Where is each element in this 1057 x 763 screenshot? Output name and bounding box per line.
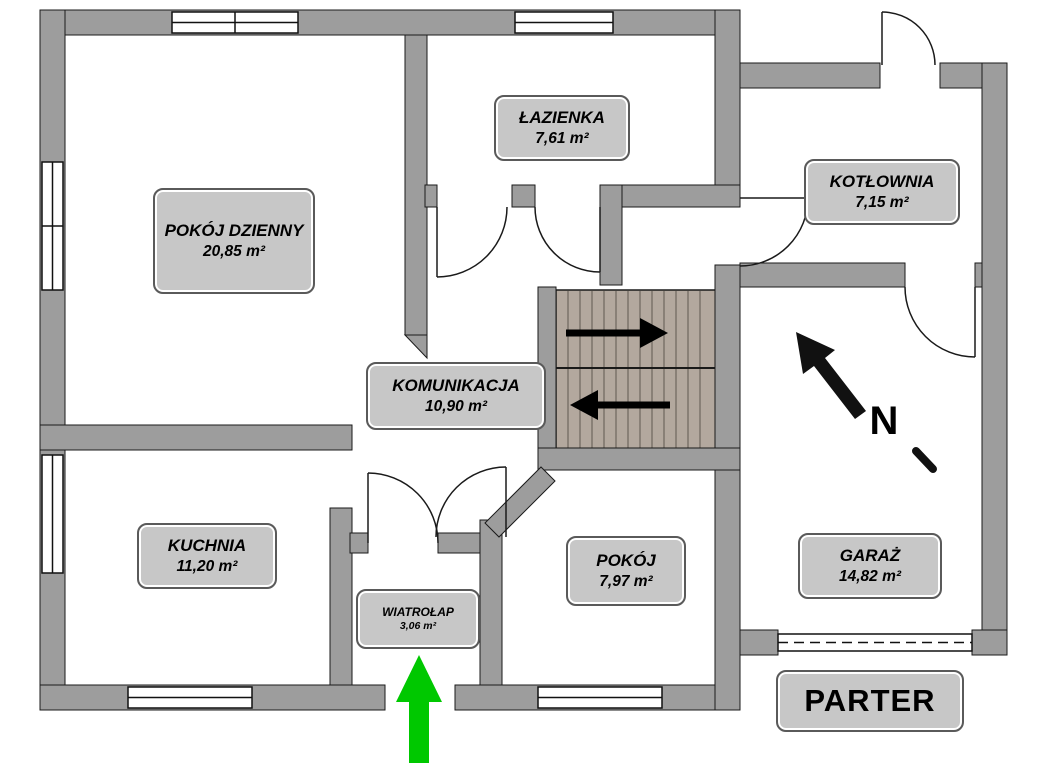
- room-label-garaz: GARAŻ 14,82 m²: [798, 533, 942, 599]
- door-arc: [739, 197, 809, 267]
- window: [41, 454, 64, 574]
- north-label: N: [869, 398, 899, 443]
- room-name: KUCHNIA: [167, 536, 247, 556]
- wall: [479, 519, 503, 686]
- room-name: KOMUNIKACJA: [392, 376, 520, 396]
- window: [171, 11, 299, 34]
- room-area: 10,90 m²: [424, 397, 488, 415]
- room-area: 14,82 m²: [838, 567, 902, 585]
- room-area: 7,15 m²: [855, 193, 909, 211]
- wall: [739, 262, 906, 288]
- room-area: 7,97 m²: [599, 572, 653, 590]
- wall: [739, 62, 881, 89]
- room-name: WIATROŁAP: [382, 604, 454, 619]
- room-name: POKÓJ: [596, 551, 656, 571]
- room-area: 20,85 m²: [202, 242, 266, 260]
- wall: [599, 184, 623, 286]
- window: [127, 686, 253, 709]
- wall: [974, 262, 983, 288]
- door-arc: [436, 206, 508, 278]
- window: [41, 161, 64, 291]
- room-area: 3,06 m²: [399, 619, 437, 632]
- stairs: [555, 289, 717, 451]
- door-arc: [534, 206, 601, 273]
- stairs-down-arrow: [570, 390, 670, 420]
- wall: [511, 184, 536, 208]
- wall: [537, 447, 741, 471]
- wall: [329, 507, 353, 686]
- door-arc: [904, 286, 976, 358]
- room-label-kuchnia: KUCHNIA 11,20 m²: [137, 523, 277, 589]
- wall: [39, 9, 66, 711]
- wall: [714, 9, 741, 196]
- room-name: POKÓJ DZIENNY: [164, 221, 304, 241]
- wall: [739, 629, 779, 656]
- room-name: GARAŻ: [839, 546, 901, 566]
- windows: [41, 11, 663, 709]
- room-label-komunikacja: KOMUNIKACJA 10,90 m²: [366, 362, 546, 430]
- window: [514, 11, 614, 34]
- north-arrow-icon: [796, 332, 937, 473]
- wall: [39, 9, 741, 36]
- wall: [437, 532, 481, 554]
- wall-end: [403, 334, 428, 360]
- garage-door: [777, 633, 973, 652]
- room-area: 7,61 m²: [535, 129, 589, 147]
- wall: [981, 62, 1008, 656]
- walls: [39, 9, 1008, 711]
- door-arc: [367, 472, 439, 544]
- wall: [404, 34, 428, 336]
- doors: [367, 11, 976, 544]
- door-arc: [881, 11, 936, 66]
- door-arc: [435, 466, 507, 538]
- entrance-arrow-icon: [396, 655, 442, 763]
- room-name: ŁAZIENKA: [519, 108, 605, 128]
- stairs-up-arrow: [566, 318, 668, 348]
- room-label-pokoj: POKÓJ 7,97 m²: [566, 536, 686, 606]
- window: [537, 686, 663, 709]
- room-name: KOTŁOWNIA: [829, 172, 935, 192]
- room-label-kotlownia: KOTŁOWNIA 7,15 m²: [804, 159, 960, 225]
- wall: [424, 184, 438, 208]
- wall-diagonal: [484, 466, 556, 538]
- wall: [971, 629, 1008, 656]
- wall: [714, 264, 741, 711]
- room-area: 11,20 m²: [176, 557, 238, 575]
- room-label-pokoj-dzienny: POKÓJ DZIENNY 20,85 m²: [153, 188, 315, 294]
- wall: [39, 424, 353, 451]
- room-label-wiatrolap: WIATROŁAP 3,06 m²: [356, 589, 480, 649]
- room-label-lazienka: ŁAZIENKA 7,61 m²: [494, 95, 630, 161]
- wall: [349, 532, 369, 554]
- floor-label: PARTER: [776, 670, 964, 732]
